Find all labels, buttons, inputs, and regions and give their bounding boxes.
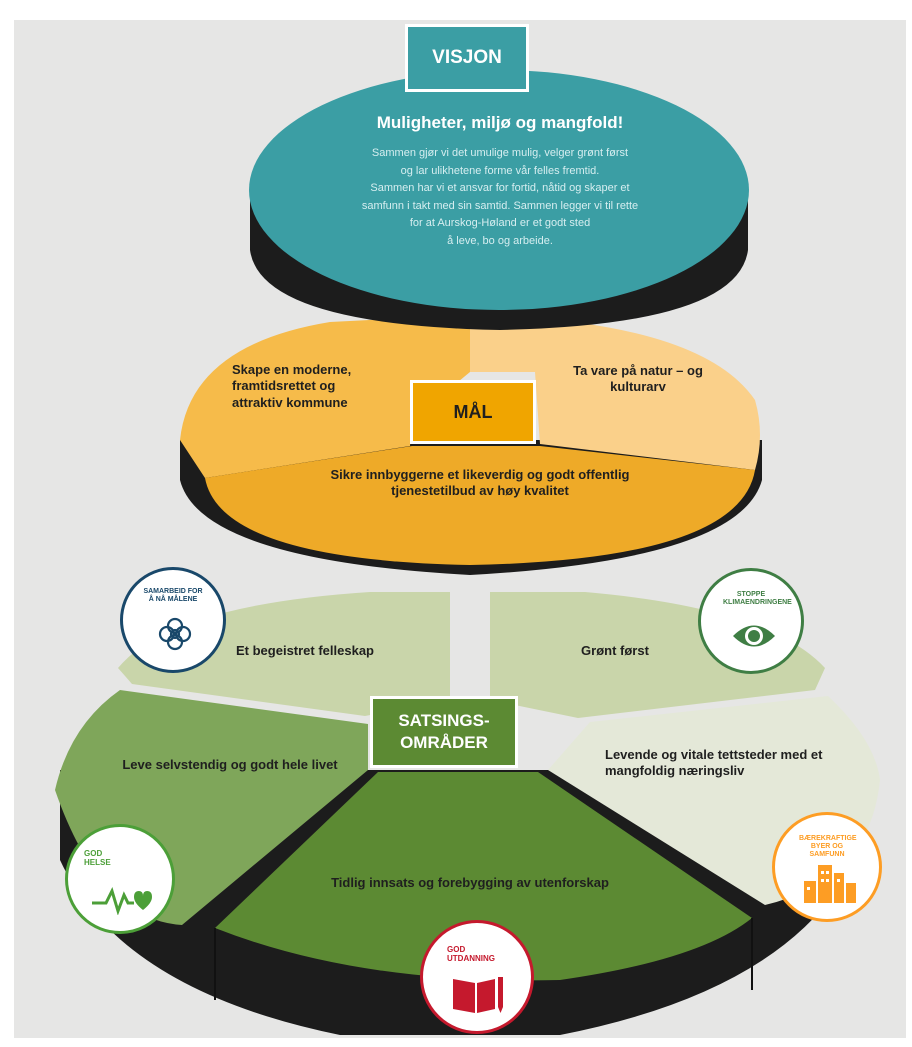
vision-body: Sammen gjør vi det umulige mulig, velger…: [282, 145, 718, 251]
book-icon: [453, 977, 503, 1013]
focus-header: SATSINGS- OMRÅDER: [370, 696, 518, 768]
badge-climate: STOPPE KLIMAENDRINGENE: [698, 568, 804, 674]
vision-body-line: samfunn i takt med sin samtid. Sammen le…: [361, 199, 639, 212]
goal-left-label: Skape en moderne, framtidsrettet og attr…: [232, 362, 352, 410]
focus-bottom-label: Tidlig innsats og forebygging av utenfor…: [331, 875, 609, 890]
badge-education: GOD UTDANNING: [420, 920, 534, 1034]
goals-segment-right: [470, 315, 760, 470]
goals-segment-left: [180, 315, 470, 478]
vision-body-line: for at Aurskog-Høland er et godt sted: [409, 217, 591, 230]
goals-tier: [180, 315, 762, 575]
focus-header-line2: OMRÅDER: [400, 733, 488, 752]
focus-top-right-label: Grønt først: [581, 643, 649, 658]
badge-cities: BÆREKRAFTIGE BYER OG SAMFUNN: [772, 812, 882, 922]
focus-mid-right-label: Levende og vitale tettsteder med et mang…: [605, 747, 823, 779]
badge-health: GOD HELSE: [65, 824, 175, 934]
badge-education-text: GOD UTDANNING: [447, 945, 495, 964]
badge-cities-text: BÆREKRAFTIGE BYER OG SAMFUNN: [799, 835, 857, 859]
heartbeat-icon: [92, 886, 152, 915]
goal-bottom-label: Sikre innbyggerne et likeverdig og godt …: [330, 467, 630, 499]
eye-globe-icon: [733, 625, 775, 647]
focus-segment-bottom: [215, 772, 752, 981]
badge-partnership: SAMARBEID FOR Å NÅ MÅLENE: [120, 567, 226, 673]
goals-segment-bottom: [205, 446, 755, 565]
buildings-icon: [804, 865, 856, 903]
focus-mid-left-label: Leve selvstendig og godt hele livet: [122, 757, 338, 772]
flower-icon: [158, 617, 192, 651]
badge-climate-text: STOPPE KLIMAENDRINGENE: [723, 591, 792, 607]
vision-tier: [249, 70, 749, 330]
goal-right-label: Ta vare på natur – og kulturarv: [573, 363, 703, 395]
badge-health-text: GOD HELSE: [84, 849, 111, 868]
badge-partnership-text: SAMARBEID FOR Å NÅ MÅLENE: [143, 588, 203, 604]
vision-header-label: VISJON: [432, 47, 502, 68]
vision-header: VISJON: [405, 24, 529, 92]
vision-disc-top: [249, 70, 749, 310]
focus-header-line1: SATSINGS-: [398, 710, 490, 730]
vision-body-line: Sammen gjør vi det umulige mulig, velger…: [371, 147, 629, 159]
vision-heading: Muligheter, miljø og mangfold!: [376, 113, 624, 132]
focus-top-left-label: Et begeistret felleskap: [236, 643, 374, 658]
goals-header-label: MÅL: [453, 401, 493, 422]
vision-body-line: Sammen har vi et ansvar for fortid, nåti…: [370, 182, 630, 195]
vision-body-line: å leve, bo og arbeide.: [447, 234, 553, 247]
goals-header: MÅL: [410, 380, 536, 444]
vision-body-line: og lar ulikhetene forme vår felles fremt…: [400, 164, 600, 177]
